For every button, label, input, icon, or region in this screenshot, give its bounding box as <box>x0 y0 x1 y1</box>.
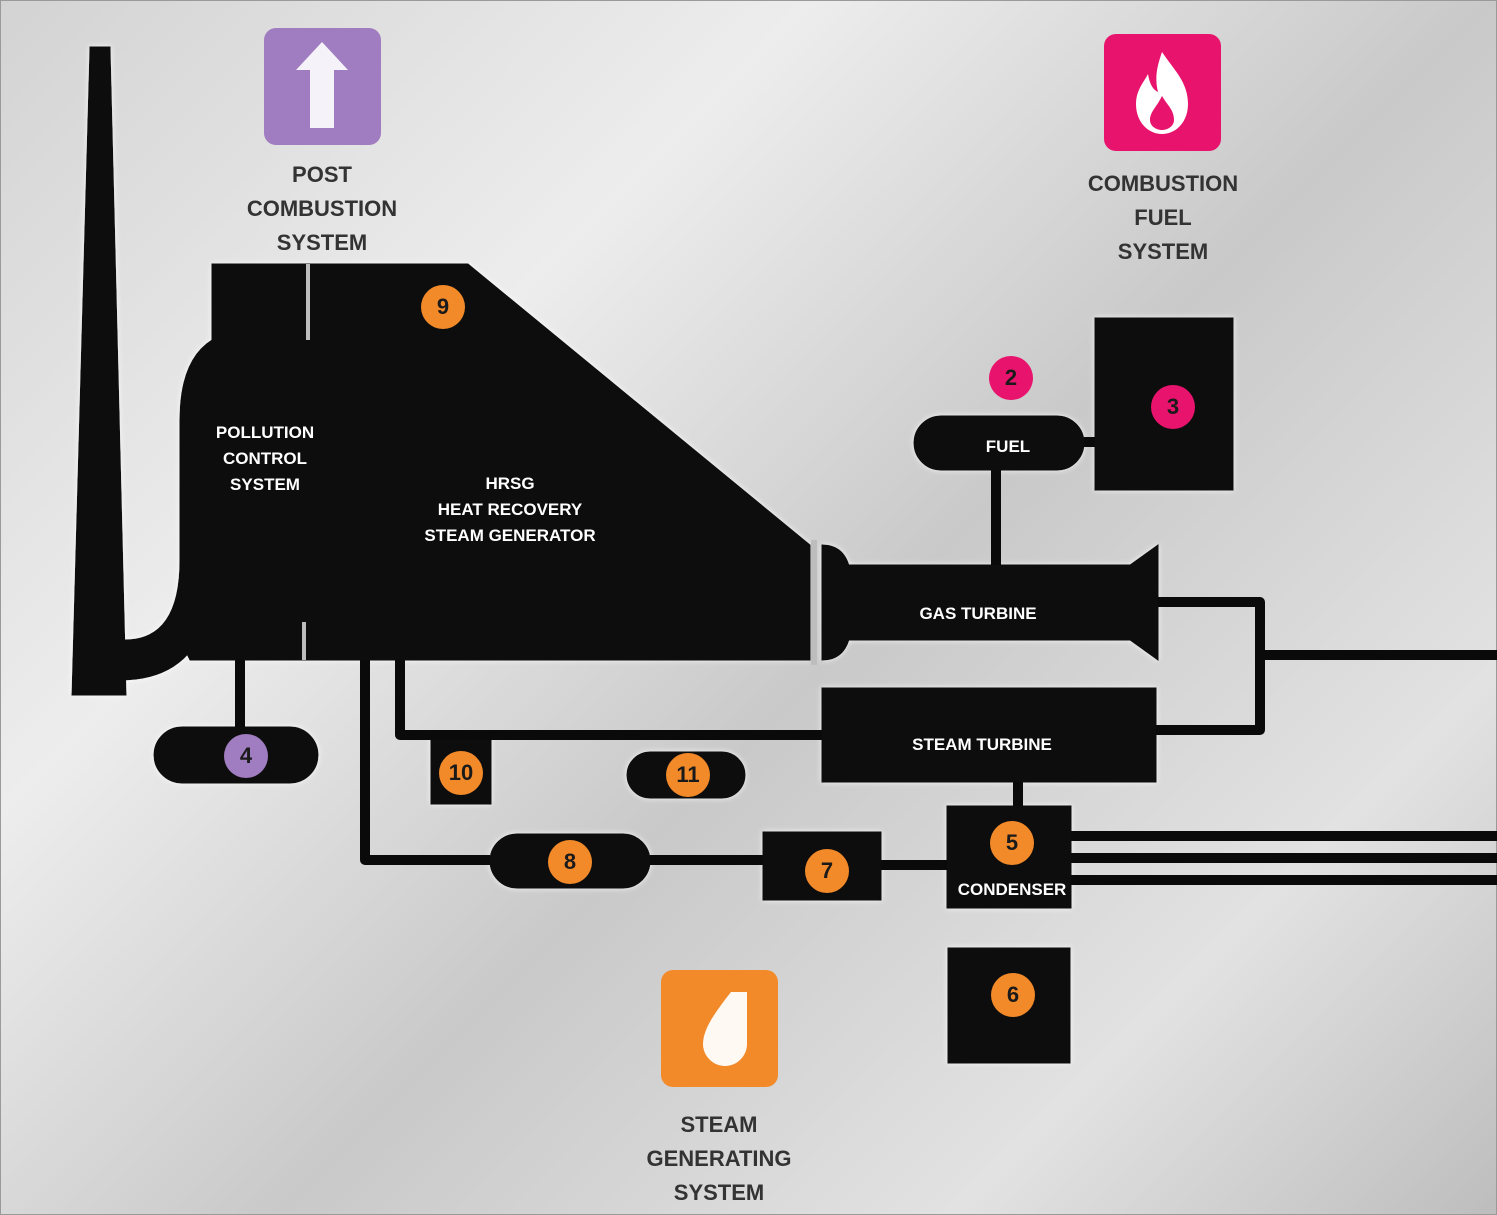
post-combustion-caption: POST COMBUSTION SYSTEM <box>246 162 398 255</box>
steam-generating-caption: STEAM GENERATING SYSTEM <box>646 1112 792 1205</box>
badge-8[interactable]: 8 <box>548 840 592 884</box>
badge-11[interactable]: 11 <box>666 753 710 797</box>
condenser-label: CONDENSER <box>957 880 1067 899</box>
badge-3[interactable]: 3 <box>1151 385 1195 429</box>
gas-turbine-label: GAS TURBINE <box>919 604 1037 623</box>
badge-4[interactable]: 4 <box>224 734 268 778</box>
up-arrow-icon <box>296 42 348 128</box>
water-drop-icon <box>703 992 747 1066</box>
fuel-label: FUEL <box>985 437 1031 456</box>
badge-7[interactable]: 7 <box>805 849 849 893</box>
steam-turbine-body <box>821 687 1157 783</box>
badge-9[interactable]: 9 <box>421 285 465 329</box>
steam-generating-tile[interactable] <box>661 970 778 1087</box>
piping <box>235 437 1497 885</box>
gas-turbine-body <box>844 544 1159 661</box>
combustion-fuel-caption: COMBUSTION FUEL SYSTEM <box>1087 171 1239 264</box>
badge-2[interactable]: 2 <box>989 356 1033 400</box>
pollution-control-label: POLLUTION CONTROL SYSTEM <box>215 423 315 494</box>
post-combustion-tile[interactable] <box>264 28 381 145</box>
combustion-fuel-tile[interactable] <box>1104 34 1221 151</box>
steam-turbine-label: STEAM TURBINE <box>912 735 1052 754</box>
badge-6[interactable]: 6 <box>991 973 1035 1017</box>
hrsg-label: HRSG HEAT RECOVERY STEAM GENERATOR <box>424 474 596 545</box>
exhaust-stack <box>71 46 127 696</box>
flame-icon <box>1136 52 1188 134</box>
badge-5[interactable]: 5 <box>990 821 1034 865</box>
badge-10[interactable]: 10 <box>439 751 483 795</box>
hrsg-body <box>179 263 811 661</box>
